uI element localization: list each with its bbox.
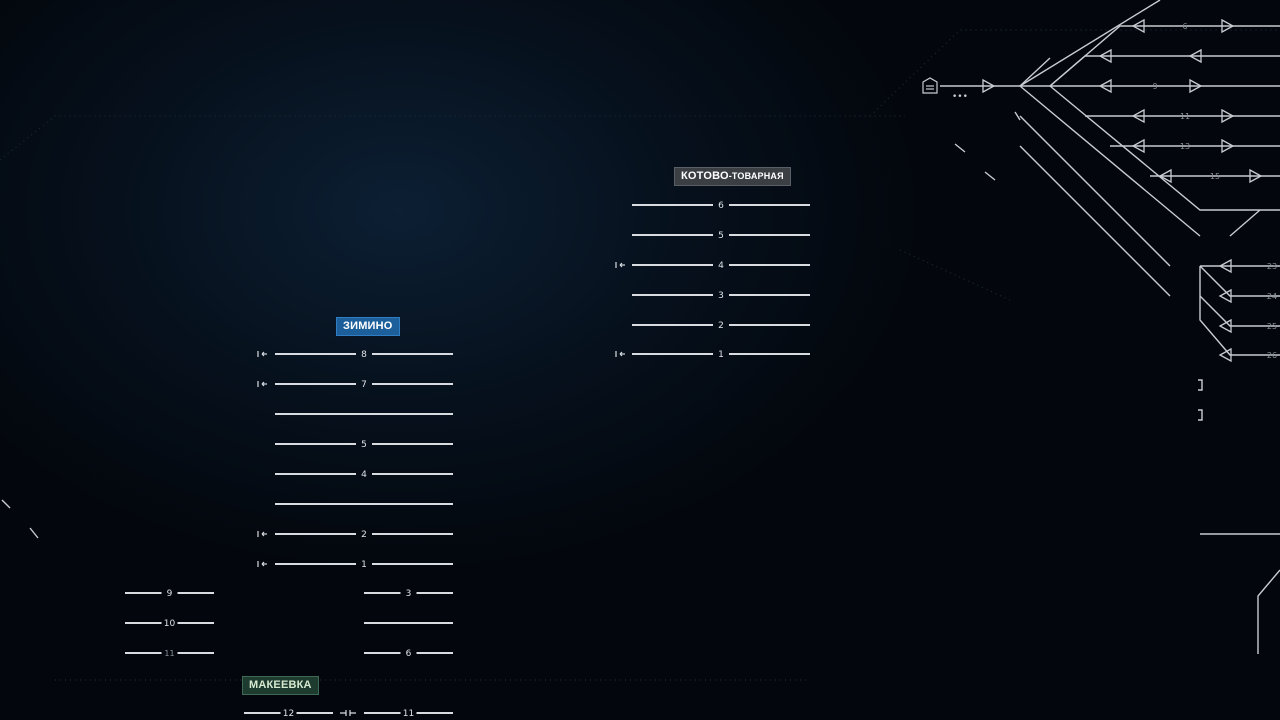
track-number: 7 <box>361 380 367 390</box>
station-name: ЗИМИНО <box>343 320 393 332</box>
station-name: МАКЕЕВКА <box>249 679 312 691</box>
station-label-kotovo[interactable]: КОТОВО-ТОВАРНАЯ <box>674 167 791 186</box>
signal-triangle-icon[interactable] <box>1158 168 1172 184</box>
signal-triangle-icon[interactable] <box>1131 138 1145 154</box>
signal-triangle-icon[interactable] <box>982 78 996 94</box>
signal-triangle-icon[interactable] <box>1221 138 1235 154</box>
track-number: 6 <box>718 201 724 211</box>
track-number: 2 <box>718 321 724 331</box>
coupling-icon[interactable] <box>340 710 356 716</box>
track-number: 11 <box>1180 112 1190 121</box>
signal-triangle-icon[interactable] <box>1098 48 1112 64</box>
track-row[interactable]: 10 <box>125 619 214 629</box>
station-label-zimino[interactable]: ЗИМИНО <box>336 317 400 336</box>
station-name: КОТОВО <box>681 170 729 182</box>
track-row[interactable]: 5 <box>632 231 810 241</box>
track-number: 9 <box>1152 82 1157 91</box>
station-label-makeevka[interactable]: МАКЕЕВКА <box>242 676 319 695</box>
yard-tracks: 9 10 11 3 6 12 11 <box>125 589 453 719</box>
track-number: 23 <box>1267 262 1277 271</box>
zimino-tracks: 8 7 5 4 2 1 <box>257 350 453 570</box>
buffer-stop-icon[interactable] <box>615 351 625 357</box>
signal-triangle-icon[interactable] <box>1249 168 1263 184</box>
track-number: 2 <box>361 530 367 540</box>
signal-triangle-icon[interactable] <box>1218 288 1232 304</box>
background-dotted-frame <box>0 29 1280 681</box>
track-number: 1 <box>718 350 724 360</box>
signal-triangle-icon[interactable] <box>1189 78 1203 94</box>
track-row[interactable]: 3 <box>364 589 453 599</box>
track-number: 6 <box>1182 22 1187 31</box>
buffer-stop-icon[interactable] <box>257 561 267 567</box>
track-number: 26 <box>1267 351 1277 360</box>
track-row[interactable]: 11 <box>364 709 453 719</box>
signal-triangle-icon[interactable] <box>1188 48 1202 64</box>
track-number: 1 <box>361 560 367 570</box>
track-number: 25 <box>1267 322 1277 331</box>
track-row[interactable]: 6 <box>632 201 810 211</box>
signal-triangle-icon[interactable] <box>1098 78 1112 94</box>
buffer-stop-icon[interactable] <box>615 262 625 268</box>
track-row[interactable]: 4 <box>632 261 810 271</box>
station-suffix: -ТОВАРНАЯ <box>728 171 784 181</box>
track-row[interactable]: 5 <box>275 440 453 450</box>
track-row[interactable]: 7 <box>275 380 453 390</box>
signal-triangle-icon[interactable] <box>1218 347 1232 363</box>
track-number: 11 <box>403 709 414 719</box>
track-number: 5 <box>718 231 724 241</box>
track-number: 10 <box>164 619 176 629</box>
track-number: 13 <box>1180 142 1190 151</box>
buffer-stop-icon[interactable] <box>257 531 267 537</box>
track-row[interactable]: 8 <box>275 350 453 360</box>
right-junction <box>1 0 1280 654</box>
track-number: 4 <box>718 261 724 271</box>
buffer-stop-icon[interactable] <box>257 351 267 357</box>
track-number: 12 <box>283 709 294 719</box>
track-row[interactable]: 9 <box>125 589 214 599</box>
track-row[interactable]: 2 <box>275 530 453 540</box>
track-number: 24 <box>1267 292 1277 301</box>
signal-triangle-icon[interactable] <box>1131 18 1145 34</box>
signal-triangle-icon[interactable] <box>1221 18 1235 34</box>
signal-triangle-icon[interactable] <box>1218 258 1232 274</box>
track-row[interactable]: 3 <box>632 291 810 301</box>
signal-triangle-icon[interactable] <box>1218 318 1232 334</box>
track-number: 3 <box>406 589 412 599</box>
track-row[interactable]: 12 <box>244 709 333 719</box>
track-number: 5 <box>361 440 367 450</box>
signal-triangle-icon[interactable] <box>1221 108 1235 124</box>
track-number: 3 <box>718 291 724 301</box>
track-row[interactable]: 2 <box>632 321 810 331</box>
track-row[interactable]: 1 <box>632 350 810 360</box>
kotovo-tracks: 6 5 4 3 2 1 <box>615 201 810 360</box>
right-signals: 6 9 11 13 15 23 24 25 26 <box>982 18 1277 363</box>
track-row[interactable]: 4 <box>275 470 453 480</box>
track-number: 9 <box>167 589 173 599</box>
track-number: 15 <box>1210 172 1220 181</box>
track-row[interactable]: 6 <box>364 649 453 659</box>
station-house-icon[interactable] <box>922 77 938 94</box>
buffer-stop-icon[interactable] <box>257 381 267 387</box>
more-dots-icon[interactable]: ••• <box>952 92 968 102</box>
track-number: 6 <box>406 649 412 659</box>
track-number: 8 <box>361 350 367 360</box>
track-number: 11 <box>164 649 174 658</box>
signal-triangle-icon[interactable] <box>1131 108 1145 124</box>
track-row[interactable]: 1 <box>275 560 453 570</box>
track-row[interactable]: 11 <box>125 649 214 658</box>
track-number: 4 <box>361 470 367 480</box>
